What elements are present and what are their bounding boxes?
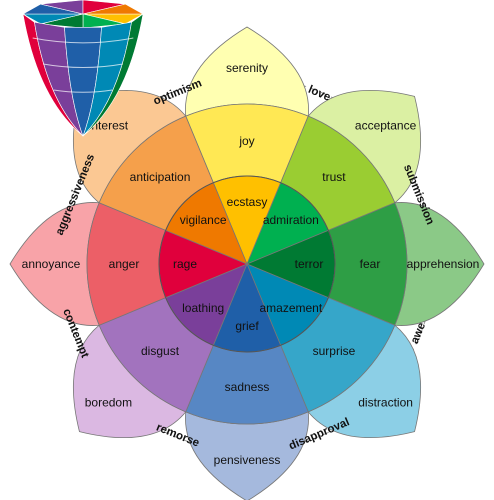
emotion-label-surprise-outer: distraction	[358, 396, 413, 410]
emotion-label-disgust-inner: loathing	[182, 301, 224, 315]
emotion-label-joy-inner: ecstasy	[227, 195, 268, 209]
emotion-label-trust-outer: acceptance	[355, 118, 417, 132]
emotion-label-anger-middle: anger	[109, 257, 140, 271]
emotion-label-surprise-inner: amazement	[259, 301, 322, 315]
emotion-label-anticipation-outer: interest	[89, 118, 129, 132]
emotion-label-fear-inner: terror	[295, 257, 324, 271]
emotion-label-sadness-inner: grief	[235, 319, 259, 333]
emotion-label-joy-middle: joy	[238, 134, 254, 148]
emotion-label-sadness-outer: pensiveness	[214, 453, 281, 467]
cone-side-segment	[82, 13, 144, 137]
emotion-label-disgust-middle: disgust	[141, 344, 180, 358]
cone-illustration	[21, 0, 145, 137]
emotion-label-anticipation-middle: anticipation	[130, 170, 191, 184]
petals	[9, 26, 485, 500]
emotion-label-anger-outer: annoyance	[22, 257, 81, 271]
emotion-labels: serenity joy ecstasy acceptance trust admirat…	[22, 61, 480, 467]
emotion-label-anticipation-inner: vigilance	[180, 213, 227, 227]
cone-band-line	[32, 37, 134, 44]
wheel-core	[158, 175, 336, 353]
emotion-label-anger-inner: rage	[173, 257, 197, 271]
cone-band-line	[53, 89, 113, 93]
core-ring	[158, 175, 336, 353]
cone-band-line	[43, 63, 123, 68]
emotion-label-fear-middle: fear	[360, 257, 381, 271]
emotion-label-sadness-middle: sadness	[225, 380, 270, 394]
emotion-label-disgust-outer: boredom	[85, 396, 132, 410]
emotion-label-fear-outer: apprehension	[407, 257, 480, 271]
emotion-label-trust-middle: trust	[322, 170, 346, 184]
emotion-label-surprise-middle: surprise	[313, 344, 356, 358]
dyad-label-love: love	[306, 84, 332, 104]
emotion-label-trust-inner: admiration	[263, 213, 319, 227]
emotion-label-joy-outer: serenity	[226, 61, 268, 75]
cone-top-segment	[82, 3, 145, 15]
